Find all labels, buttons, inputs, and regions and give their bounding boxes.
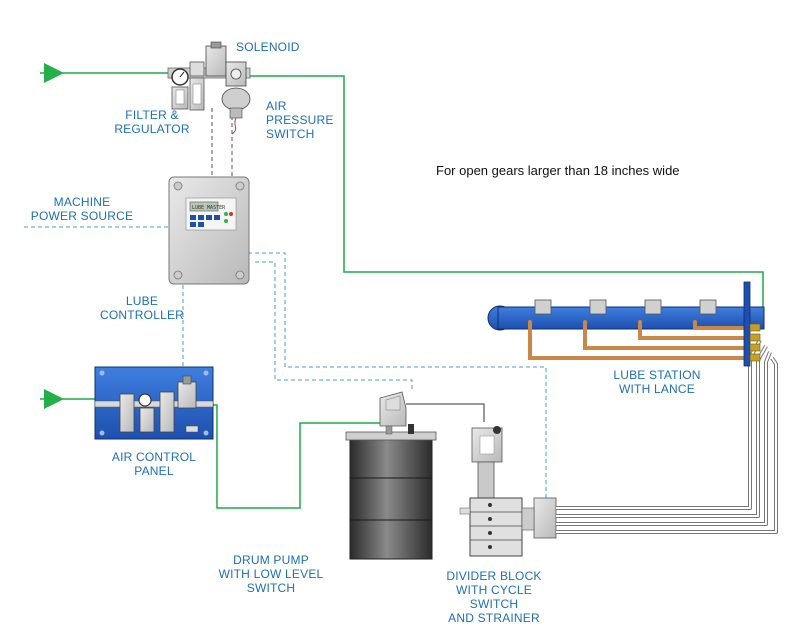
filter-regulator-label-line1: FILTER &: [125, 108, 179, 122]
divider-block: [459, 426, 557, 557]
air-control-panel: [94, 366, 214, 440]
lube-controller-label: LUBE CONTROLLER: [100, 294, 184, 322]
divider-block-label-line1: DIVIDER BLOCK: [446, 569, 542, 583]
lube-station-label: LUBE STATION WITH LANCE: [612, 368, 702, 396]
machine-power-source-label-line1: MACHINE: [53, 195, 111, 209]
filter-regulator-label: FILTER & REGULATOR: [110, 108, 194, 136]
drum-pump-label: DRUM PUMP WITH LOW LEVEL SWITCH: [196, 553, 346, 595]
lube-controller-label-line2: CONTROLLER: [100, 308, 185, 322]
divider-block-label-line2: WITH CYCLE SWITCH: [455, 583, 532, 611]
divider-block-label-line3: AND STRAINER: [448, 611, 540, 625]
drum-pump-label-line1: DRUM PUMP: [233, 553, 309, 567]
divider-block-label: DIVIDER BLOCK WITH CYCLE SWITCH AND STRA…: [430, 569, 558, 625]
lube-controller: LUBE MASTER: [168, 176, 250, 285]
lube-station-label-line2: WITH LANCE: [618, 382, 695, 396]
lube-station: [487, 281, 765, 367]
solenoid-label: SOLENOID: [236, 40, 316, 54]
drum-pump: [345, 391, 485, 560]
filter-regulator-label-line2: REGULATOR: [114, 122, 190, 136]
drum-pump-label-line2: WITH LOW LEVEL SWITCH: [218, 567, 324, 595]
diagram-note: For open gears larger than 18 inches wid…: [436, 163, 680, 178]
lube-controller-label-line1: LUBE: [125, 294, 159, 308]
air-control-panel-label: AIR CONTROL PANEL: [106, 450, 202, 478]
arrow-inlet-icon: [44, 63, 64, 409]
solenoid-valve-icon: [205, 45, 227, 77]
lube-station-label-line1: LUBE STATION: [613, 368, 701, 382]
solenoid-label-text: SOLENOID: [236, 40, 300, 54]
machine-power-source-label-line2: POWER SOURCE: [30, 209, 134, 223]
pump-head-icon: [379, 391, 414, 435]
air-control-panel-label-line2: PANEL: [134, 464, 174, 478]
air-pressure-switch-label: AIR PRESSURE SWITCH: [266, 99, 346, 141]
filter-regulator-assembly: [167, 41, 251, 135]
air-pressure-switch-label-line2: PRESSURE: [266, 113, 334, 127]
air-control-panel-label-line1: AIR CONTROL: [111, 450, 197, 464]
air-pressure-switch-label-line3: SWITCH: [266, 127, 315, 141]
air-pressure-switch-label-line1: AIR: [266, 99, 287, 113]
machine-power-source-label: MACHINE POWER SOURCE: [26, 195, 138, 223]
signal-lines: [24, 108, 547, 498]
controller-screen-text: LUBE MASTER: [192, 205, 226, 211]
